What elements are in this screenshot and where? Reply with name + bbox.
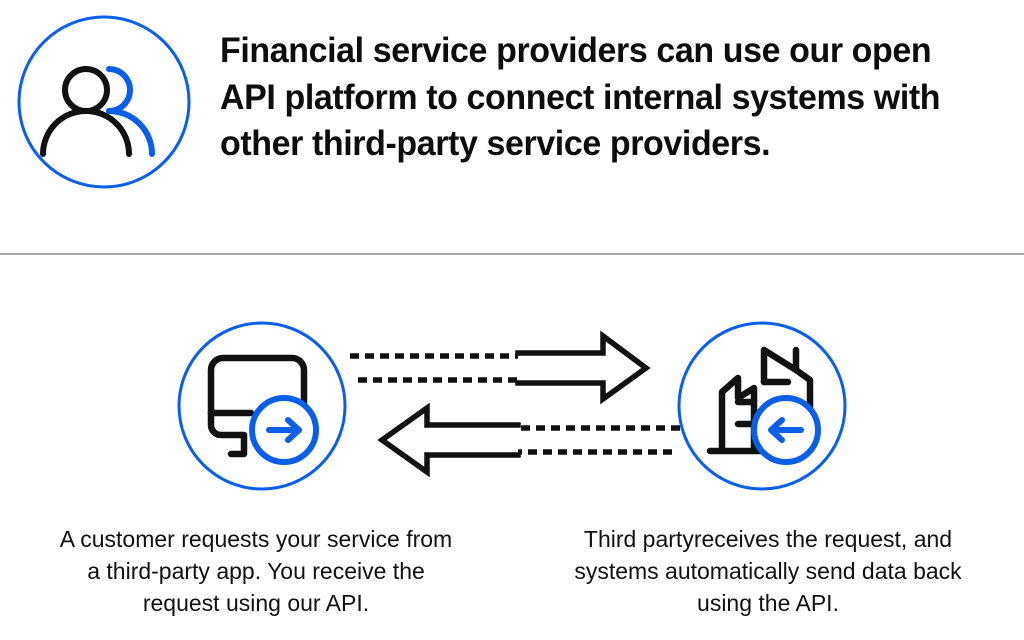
intro-banner: Financial service providers can use our …	[0, 0, 1024, 254]
flow-node-customer	[176, 320, 348, 492]
dashed-arrow-right	[350, 330, 651, 405]
monitor-icon	[207, 354, 308, 458]
arrow-left-circle-icon	[751, 395, 821, 465]
caption-customer: A customer requests your service from a …	[59, 526, 453, 616]
page-title: Financial service providers can use our …	[220, 31, 941, 164]
api-flow-diagram	[0, 256, 1024, 640]
banner-text-block: Financial service providers can use our …	[220, 28, 1010, 168]
arrow-right-circle-icon	[249, 395, 319, 465]
caption-left-column: A customer requests your service from a …	[0, 524, 512, 620]
flow-captions: A customer requests your service from a …	[0, 524, 1024, 620]
flow-connectors	[350, 330, 680, 478]
section-divider	[0, 253, 1024, 255]
office-buildings-icon	[706, 346, 814, 455]
flow-node-third-party	[676, 320, 848, 492]
caption-right-column: Third partyreceives the request, and sys…	[512, 524, 1024, 620]
two-people-icon	[16, 14, 192, 190]
caption-third-party: Third partyreceives the request, and sys…	[574, 526, 962, 616]
dashed-arrow-left	[377, 402, 680, 478]
